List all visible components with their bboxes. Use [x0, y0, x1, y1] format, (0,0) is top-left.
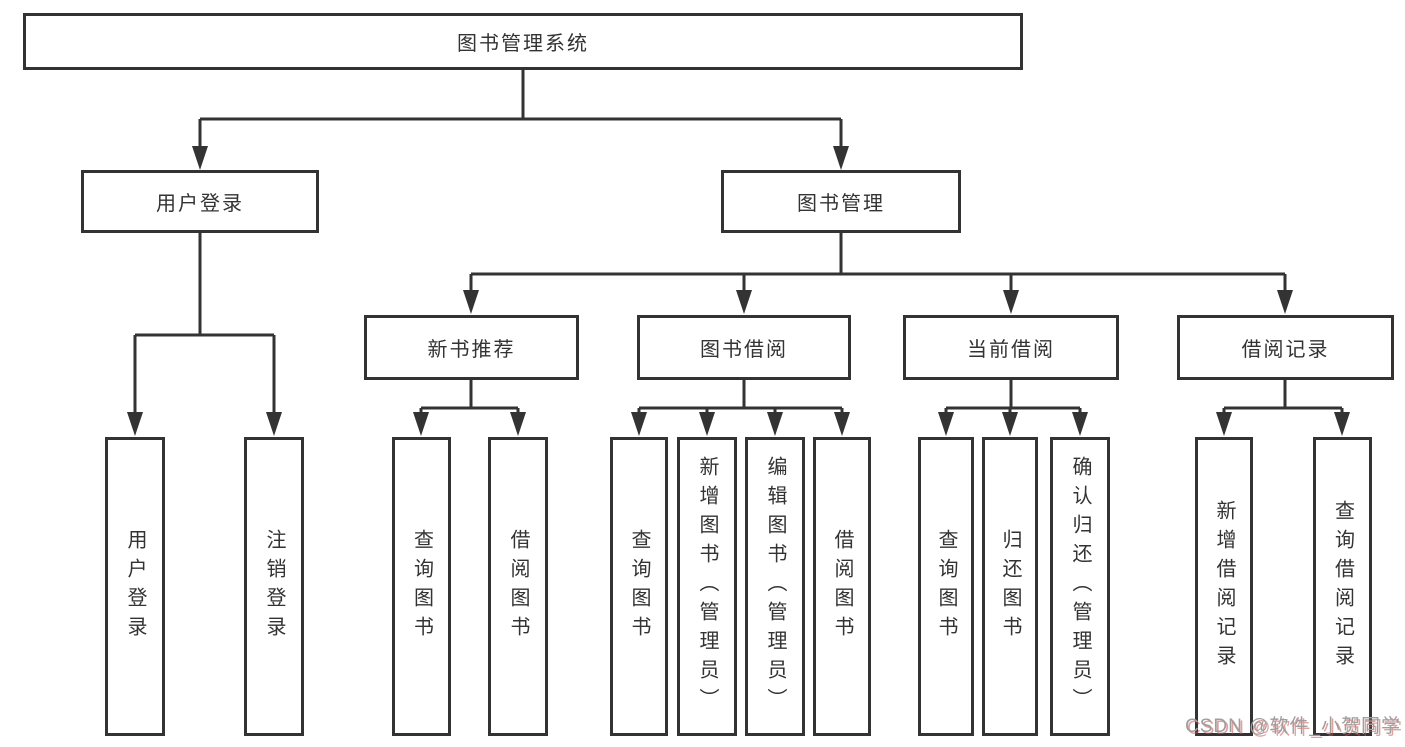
arrow-down-icon: [833, 146, 849, 170]
arrow-down-icon: [1334, 412, 1350, 436]
arrow-down-icon: [834, 412, 850, 436]
node-book-borrowing-label: 图书借阅: [700, 339, 788, 361]
node-book-management: 图书管理: [721, 170, 961, 233]
arrow-down-icon: [1216, 412, 1232, 436]
arrow-down-icon: [1277, 290, 1293, 314]
leaf-edit-books-admin: 编辑图书（管理员）: [745, 437, 805, 736]
arrow-down-icon: [1072, 412, 1088, 436]
node-current-borrowing-label: 当前借阅: [967, 339, 1055, 361]
connector-root: [198, 70, 843, 150]
arrow-down-icon: [767, 412, 783, 436]
leaf-return-books: 归还图书: [982, 437, 1038, 736]
arrow-down-icon: [736, 290, 752, 314]
arrow-down-icon: [1003, 290, 1019, 314]
arrowheads: [127, 146, 1350, 436]
connector-user-login: [133, 233, 276, 416]
node-borrowing-records-label: 借阅记录: [1241, 339, 1330, 361]
node-book-borrowing: 图书借阅: [637, 315, 851, 380]
arrow-down-icon: [266, 412, 282, 436]
node-user-login: 用户登录: [81, 170, 319, 233]
arrow-down-icon: [631, 412, 647, 436]
node-book-management-label: 图书管理: [797, 193, 885, 215]
node-borrowing-records: 借阅记录: [1177, 315, 1394, 380]
connector-book-borrowing: [637, 380, 844, 416]
node-new-book-recommend: 新书推荐: [364, 315, 579, 380]
arrow-down-icon: [127, 412, 143, 436]
leaf-query-books-recommend: 查询图书: [392, 437, 451, 736]
arrow-down-icon: [1002, 412, 1018, 436]
arrow-down-icon: [938, 412, 954, 436]
leaf-query-books-current: 查询图书: [918, 437, 974, 736]
leaf-logout: 注销登录: [244, 437, 304, 736]
connector-new-book-recommend: [419, 380, 520, 416]
leaf-borrow-books-recommend: 借阅图书: [488, 437, 548, 736]
arrow-down-icon: [192, 146, 208, 170]
node-new-book-recommend-label: 新书推荐: [427, 339, 516, 361]
arrow-down-icon: [510, 412, 526, 436]
arrow-down-icon: [413, 412, 429, 436]
node-root: 图书管理系统: [23, 13, 1023, 70]
connector-current-borrowing: [944, 380, 1082, 416]
connector-book-management: [469, 233, 1287, 294]
leaf-add-borrow-record: 新增借阅记录: [1195, 437, 1253, 736]
connector-borrowing-records: [1222, 380, 1344, 416]
leaf-confirm-return-admin: 确认归还（管理员）: [1050, 437, 1110, 736]
arrow-down-icon: [463, 290, 479, 314]
leaf-query-books-borrowing: 查询图书: [610, 437, 668, 736]
node-current-borrowing: 当前借阅: [903, 315, 1119, 380]
leaf-query-borrow-record: 查询借阅记录: [1313, 437, 1372, 736]
arrow-down-icon: [699, 412, 715, 436]
leaf-user-login: 用户登录: [105, 437, 165, 736]
leaf-add-books-admin: 新增图书（管理员）: [677, 437, 737, 736]
leaf-borrow-books-borrowing: 借阅图书: [813, 437, 871, 736]
node-user-login-label: 用户登录: [156, 193, 244, 215]
node-root-label: 图书管理系统: [457, 33, 589, 55]
watermark: CSDN @软件_小贺同学: [1185, 716, 1401, 737]
